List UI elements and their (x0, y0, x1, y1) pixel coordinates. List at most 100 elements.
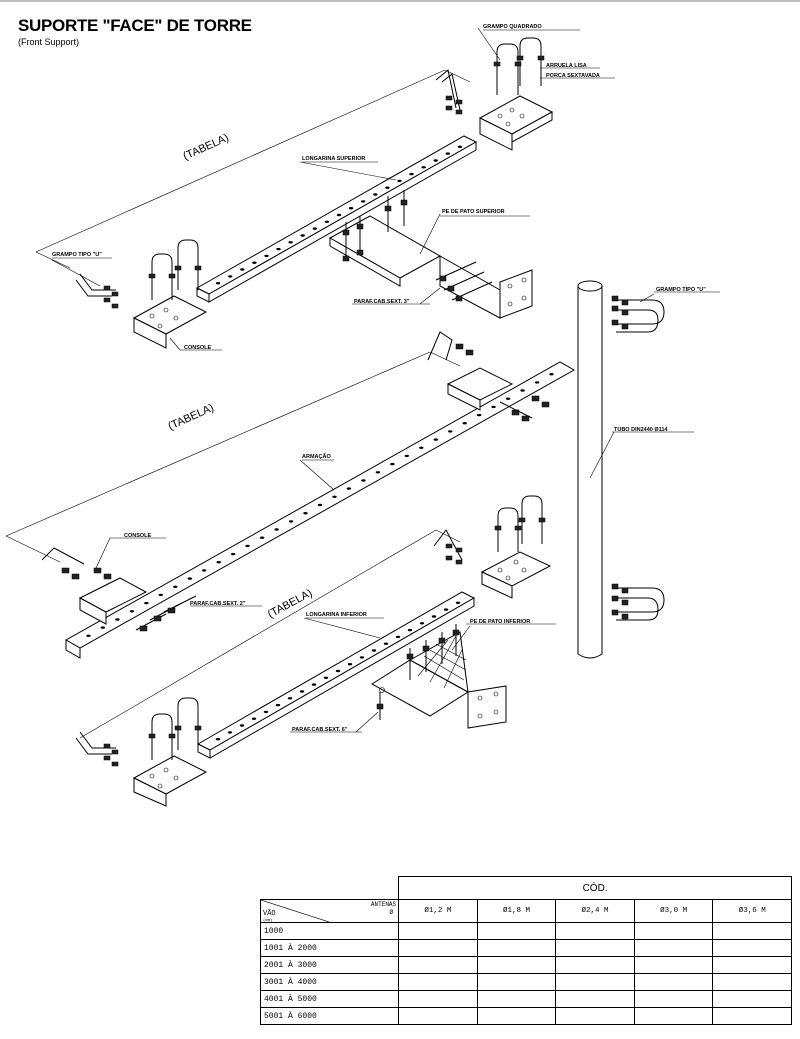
tabela-label-top: (TABELA) (181, 132, 230, 163)
beam-hole (100, 626, 106, 629)
label-grampo-tipo-u-right: GRAMPO TIPO "U" (656, 287, 706, 293)
beam-hole (227, 731, 233, 734)
beam-hole (300, 234, 305, 237)
beam-hole (245, 544, 250, 548)
beam-hole (433, 159, 438, 162)
diameter-col-2: Ø1,8 M (476, 899, 557, 923)
row-label: 4001 À 5000 (259, 990, 400, 1008)
beam-hole (443, 608, 449, 611)
beam-hole (252, 261, 257, 264)
label-grampo-quadrado: GRAMPO QUADRADO (483, 24, 542, 30)
beam-hole (173, 585, 178, 588)
label-parafuso-6: PARAF.CAB.SEXT. 6" (292, 727, 348, 733)
beam-hole (534, 381, 540, 384)
label-console-2: CONSOLE (124, 533, 152, 539)
beam-hole (299, 690, 305, 693)
middle-lower-bolts (135, 595, 197, 632)
beam-hole (324, 220, 330, 223)
beam-hole (332, 495, 337, 498)
page-subtitle: (Front Support) (18, 37, 80, 47)
dimension-line-middle (5, 351, 461, 563)
table-row: 2001 À 3000 (259, 956, 792, 974)
beam-hole (216, 561, 221, 564)
beam-hole (445, 152, 450, 155)
beam-hole (371, 649, 377, 652)
beam-hole (215, 738, 221, 741)
beam-hole (448, 430, 453, 433)
beam-hole (215, 282, 221, 285)
beam-hole (409, 172, 414, 176)
vao-antenas-header: ANTENAS Ø VÃO (mm) (259, 899, 400, 923)
beam-hole (549, 373, 554, 376)
dimension-line-top (35, 69, 471, 269)
beam-hole (287, 697, 293, 700)
mounting-tube (577, 280, 615, 659)
beam-hole (335, 669, 341, 673)
beam-hole (346, 487, 352, 490)
beam-hole (491, 405, 496, 409)
table-row: 4001 À 5000 (259, 990, 792, 1008)
beam-hole (288, 520, 294, 523)
row-label: 1000 (259, 922, 400, 940)
dimension-line-bottom (79, 529, 461, 739)
beam-hole (462, 422, 467, 425)
lower-longeron-holes (215, 601, 461, 741)
upper-bracket-plate (478, 95, 554, 151)
antenas-label: ANTENAS (370, 901, 397, 908)
upper-bracket-bolts (342, 190, 493, 302)
beam-hole (395, 635, 401, 639)
beam-hole (336, 213, 342, 217)
beam-hole (115, 618, 120, 621)
main-frame-holes (86, 373, 554, 637)
beam-hole (421, 166, 426, 169)
row-label: 5001 À 6000 (259, 1007, 400, 1025)
beam-hole (457, 145, 463, 148)
beam-hole (231, 552, 236, 556)
beam-hole (202, 569, 207, 572)
beam-hole (187, 577, 192, 580)
beam-hole (158, 593, 163, 597)
beam-hole (275, 703, 281, 707)
middle-upper-console (427, 331, 550, 422)
diameter-col-4: Ø3,0 M (633, 899, 714, 923)
beam-hole (505, 397, 511, 400)
exploded-assembly-drawing: (TABELA) GRAMPO QUADRADO ARRUELA LISA PO… (0, 0, 800, 807)
beam-hole (86, 634, 91, 637)
beam-hole (433, 438, 438, 441)
label-console-1: CONSOLE (184, 345, 212, 351)
beam-hole (288, 241, 293, 244)
beam-hole (419, 622, 425, 625)
beam-hole (129, 610, 135, 613)
beam-hole (312, 227, 317, 230)
u-clamp-right-bottom (611, 583, 665, 621)
beam-hole (323, 676, 329, 679)
upper-longeron-holes (215, 145, 463, 285)
beam-hole (404, 454, 409, 458)
row-label: 3001 À 4000 (259, 973, 400, 991)
tabela-label-middle: (TABELA) (166, 402, 215, 433)
u-clamp-right-top (611, 295, 665, 333)
mm-label: (mm) (263, 919, 273, 923)
beam-hole (373, 193, 378, 196)
lower-duck-foot-bracket (371, 631, 507, 729)
middle-left-console (41, 547, 148, 625)
beam-hole (264, 254, 269, 258)
beam-hole (407, 628, 413, 632)
beam-hole (144, 601, 149, 605)
label-arruela-lisa: ARRUELA LISA (546, 63, 587, 69)
diameter-col-1: Ø1,2 M (398, 899, 478, 923)
beam-hole (347, 663, 353, 666)
beam-hole (419, 446, 424, 449)
beam-hole (276, 247, 281, 251)
row-label: 2001 À 3000 (259, 956, 400, 974)
lower-bracket-bolts (376, 624, 460, 720)
beam-hole (259, 536, 265, 539)
phi-label: Ø (389, 909, 394, 916)
beam-hole (228, 275, 233, 278)
vao-label: VÃO (263, 910, 276, 918)
label-longarina-inferior: LONGARINA INFERIOR (306, 612, 367, 618)
label-grampo-tipo-u-left: GRAMPO TIPO "U" (52, 252, 102, 258)
square-clamp-top (435, 37, 545, 115)
beam-hole (361, 479, 366, 482)
beam-hole (375, 471, 381, 474)
